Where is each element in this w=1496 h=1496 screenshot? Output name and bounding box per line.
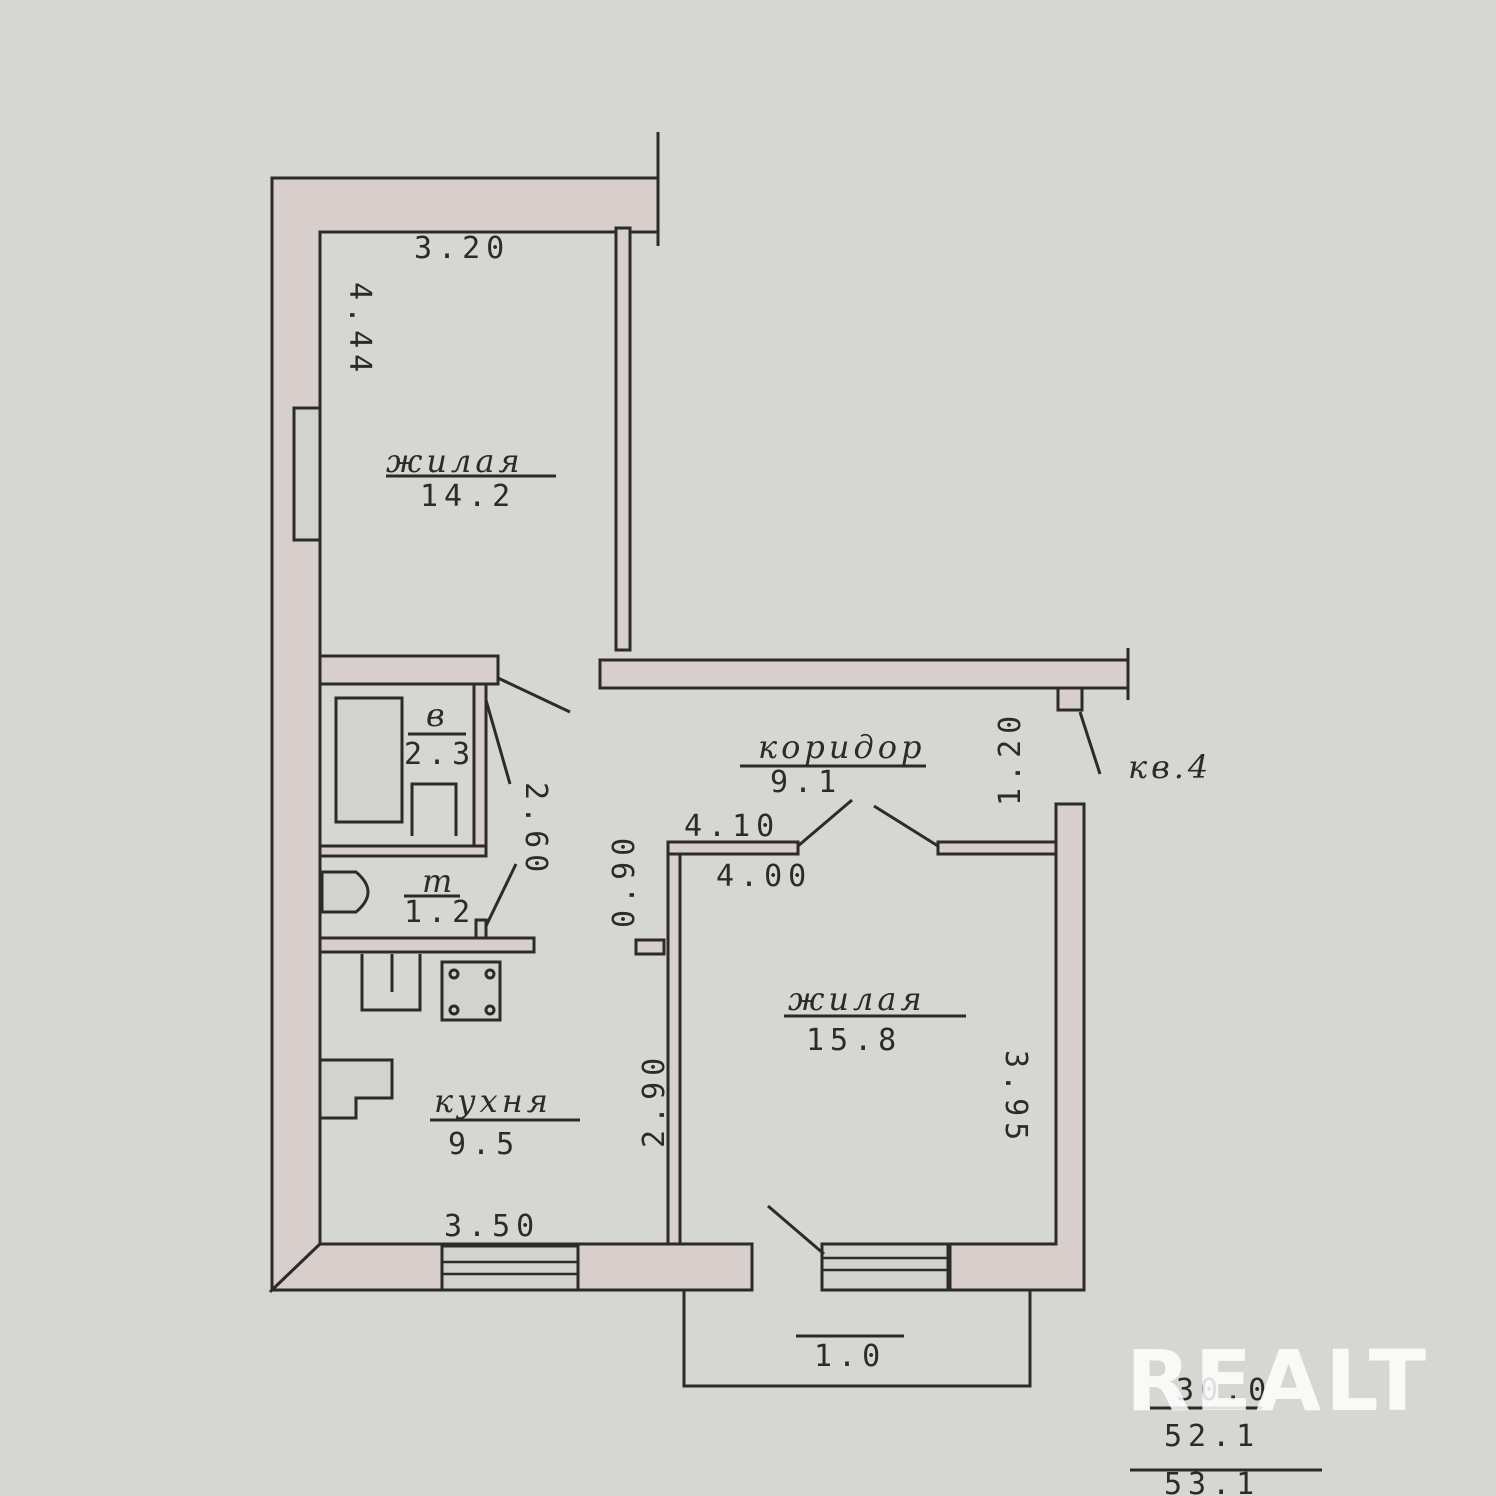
door-balcony bbox=[767, 1204, 825, 1256]
door-entrance bbox=[1078, 711, 1102, 775]
window-left bbox=[292, 406, 322, 542]
stove-burner-icon bbox=[448, 968, 460, 980]
sink-icon bbox=[410, 782, 458, 836]
apartment-label: кв.4 bbox=[1128, 748, 1212, 786]
door-bath bbox=[484, 699, 512, 785]
room-area-living-right: 15.8 bbox=[806, 1023, 902, 1058]
room-name-toilet: т bbox=[422, 862, 456, 900]
outer-wall-right bbox=[948, 802, 1086, 1292]
window-kitchen bbox=[440, 1244, 580, 1292]
door-right-room-left bbox=[797, 798, 853, 848]
room-name-living-right: жилая bbox=[788, 980, 926, 1018]
kitchen-sink-icon bbox=[360, 954, 422, 1012]
entrance-stub bbox=[1056, 686, 1084, 712]
corridor-wall-top bbox=[598, 658, 1130, 690]
door-top-room bbox=[497, 676, 571, 714]
wet-block-wall-top bbox=[318, 654, 500, 686]
room-area-corridor: 9.1 bbox=[770, 765, 842, 800]
dim-corridor-w2: 4.00 bbox=[716, 859, 812, 894]
dim-top-width: 3.20 bbox=[414, 231, 510, 266]
dim-kitchen-width: 3.50 bbox=[444, 1209, 540, 1244]
toilet-kitchen-wall bbox=[318, 936, 536, 954]
door-toilet bbox=[484, 863, 518, 927]
toilet-door-stub bbox=[474, 918, 488, 940]
room-area-balcony: 1.0 bbox=[814, 1339, 886, 1374]
dim-corridor-w1: 4.10 bbox=[684, 809, 780, 844]
total-line-3: 53.1 bbox=[1164, 1467, 1260, 1496]
bathtub-icon bbox=[334, 696, 404, 824]
room-name-living-top: жилая bbox=[386, 442, 524, 480]
bath-toilet-divider bbox=[318, 844, 488, 858]
partition-top-room bbox=[614, 226, 632, 652]
kitchen-counter-icon bbox=[318, 1058, 394, 1120]
door-stub-left bbox=[634, 938, 666, 956]
room-name-bath: в bbox=[426, 696, 449, 734]
room-area-living-top: 14.2 bbox=[420, 479, 516, 514]
total-line-1: 30.0 bbox=[1176, 1373, 1272, 1408]
room-name-corridor: коридор bbox=[758, 728, 926, 766]
total-line-2: 52.1 bbox=[1164, 1419, 1260, 1454]
stove-burner-icon bbox=[448, 1004, 460, 1016]
door-right-room-right bbox=[873, 804, 939, 848]
balcony-door-window bbox=[820, 1242, 950, 1292]
dim-door-gap: 0.90 bbox=[607, 832, 642, 928]
dim-wet-block: 2.60 bbox=[518, 782, 553, 878]
balcony-outline bbox=[682, 1290, 1032, 1388]
room-area-bath: 2.3 bbox=[404, 737, 476, 772]
dim-kitchen-depth: 2.90 bbox=[637, 1052, 672, 1148]
room-area-toilet: 1.2 bbox=[404, 895, 476, 930]
stove-burner-icon bbox=[484, 1004, 496, 1016]
room-area-kitchen: 9.5 bbox=[448, 1127, 520, 1162]
dim-top-depth: 4.44 bbox=[342, 282, 377, 378]
room-name-kitchen: кухня bbox=[434, 1082, 552, 1120]
dim-entry: 1.20 bbox=[993, 710, 1028, 806]
realt-watermark: REALT bbox=[1126, 1332, 1430, 1430]
kitchen-partition bbox=[666, 852, 682, 1246]
toilet-bowl-icon bbox=[320, 870, 370, 914]
stove-burner-icon bbox=[484, 968, 496, 980]
right-room-wall-right bbox=[936, 840, 1058, 856]
right-room-wall-left bbox=[666, 840, 800, 856]
dim-right-depth: 3.95 bbox=[998, 1050, 1033, 1146]
